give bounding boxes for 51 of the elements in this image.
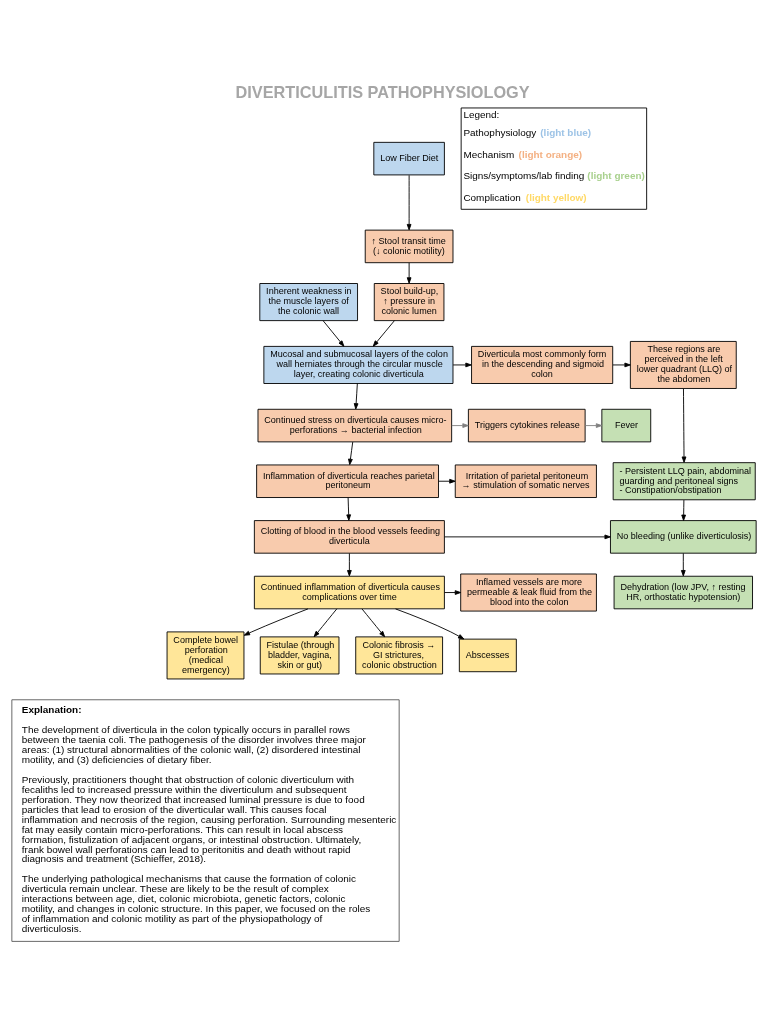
arrow (406, 174, 412, 231)
arrow (372, 320, 395, 347)
node-box: Colonic fibrosis → GI strictures, colonic obstruction (355, 636, 444, 675)
node-box: Inflammation of diverticula reaches parietal peritoneum (256, 464, 439, 498)
legend-label: Signs/symptoms/lab finding (light green) (463, 170, 645, 182)
node-box: ↑ Stool transit time (↓ colonic motility) (364, 229, 454, 264)
arrow (681, 388, 687, 463)
node-box: Dehydration (low JPV, ↑ resting HR, orthostatic hypotension) (613, 575, 753, 610)
legend-label: Pathophysiology (light blue) (463, 127, 592, 139)
arrow (451, 423, 469, 428)
arrow (353, 383, 359, 410)
node-box: Clotting of blood in the blood vessels feeding diverticula (253, 520, 445, 554)
node-box: Complete bowel perforation (medical emergency) (166, 631, 245, 680)
arrow (395, 608, 465, 640)
arrow (585, 423, 603, 428)
node-box: Continued stress on diverticula causes micro-perforations → bacterial infection (257, 408, 453, 443)
node-box: Diverticula most commonly form in the descending and sigmoid colon (471, 345, 614, 384)
arrow (322, 320, 345, 347)
arrow (444, 590, 462, 595)
node-box: Low Fiber Diet (373, 141, 445, 176)
node-box: - Persistent LLQ pain, abdominal guarding and peritoneal signs - Constipation/obstipation (612, 462, 756, 501)
arrow (438, 478, 456, 484)
node-box: Mucosal and submucosal layers of the colon wall herniates through the circular muscle layer, creating colonic diverticula (263, 345, 454, 384)
node-box: Fistulae (through bladder, vagina, skin or gut) (259, 636, 340, 675)
arrow (444, 534, 611, 540)
arrow (361, 608, 386, 638)
node-box: Inflamed vessels are more permeable & leak fluid from the blood into the colon (460, 573, 597, 612)
arrow (347, 552, 352, 577)
label: Legend: (463, 108, 500, 120)
legend-label: Mechanism (light orange) (463, 148, 583, 160)
node-box: Stool build-up, ↑ pressure in colonic lumen (373, 283, 445, 322)
node-box: Explanation: The development of diverticula in the colon typically occurs in parallel rows between the taenia coli. The pathogenesis of the disorder involves three major areas: (1) structural abnormalities of the colonic wall, (2) disordered intestinal motility, and (3) deficiencies of dietary fiber. Previously, practitioners thought that obstruction of colonic diverticulum with fecaliths led to increased pressure within the diverticulum and subsequent perforation. They now theorized that increased luminal pressure is due to food particles that lead to erosion of the diverticular wall. This causes focal inflammation and necrosis of the region, causing perforation. Surrounding mesenteric fat may easily contain micro-perforations. This can result in local abscess formation, fistulization of adjacent organs, or intestinal obstruction. Ultimately, frank bowel wall perforations can lead to peritonitis and death without rapid diagnosis and treatment (Schieffer, 2018). The underlying pathological mechanisms that cause the formation of colonic diverticula remain unclear. These are likely to be the result of complex interactions between age, diet, colonic microbiota, genetic factors, colonic motility, and changes in colonic structure. In this paper, we focused on the roles of inflammation and colonic motility as part of the physiopathology of diverticulosis. (11, 699, 400, 942)
node-box: Continued inflammation of diverticula causes complications over time (253, 575, 445, 610)
arrow (612, 362, 631, 368)
node-box: Triggers cytokines release (467, 408, 586, 443)
arrow (313, 608, 338, 638)
node-box: Fever (601, 408, 652, 443)
node-box: No bleeding (unlike diverticulosis) (610, 520, 757, 554)
arrow (680, 552, 686, 577)
node-box: These regions are perceived in the left lower quadrant (LLQ) of the abdomen (629, 340, 737, 389)
legend-label: Complication (light yellow) (463, 192, 587, 204)
node-box: Inherent weakness in the muscle layers of the colonic wall (259, 283, 358, 322)
diagram-title: DIVERTICULITIS PATHOPHYSIOLOGY (235, 83, 530, 102)
arrow (681, 499, 686, 521)
arrow (346, 497, 351, 521)
node-box: Irritation of parietal peritoneum → stimulation of somatic nerves (454, 464, 597, 498)
arrow (406, 262, 412, 284)
arrow (452, 362, 472, 368)
arrow (348, 441, 354, 466)
arrow (243, 608, 309, 636)
node-box: Abscesses (458, 638, 517, 673)
